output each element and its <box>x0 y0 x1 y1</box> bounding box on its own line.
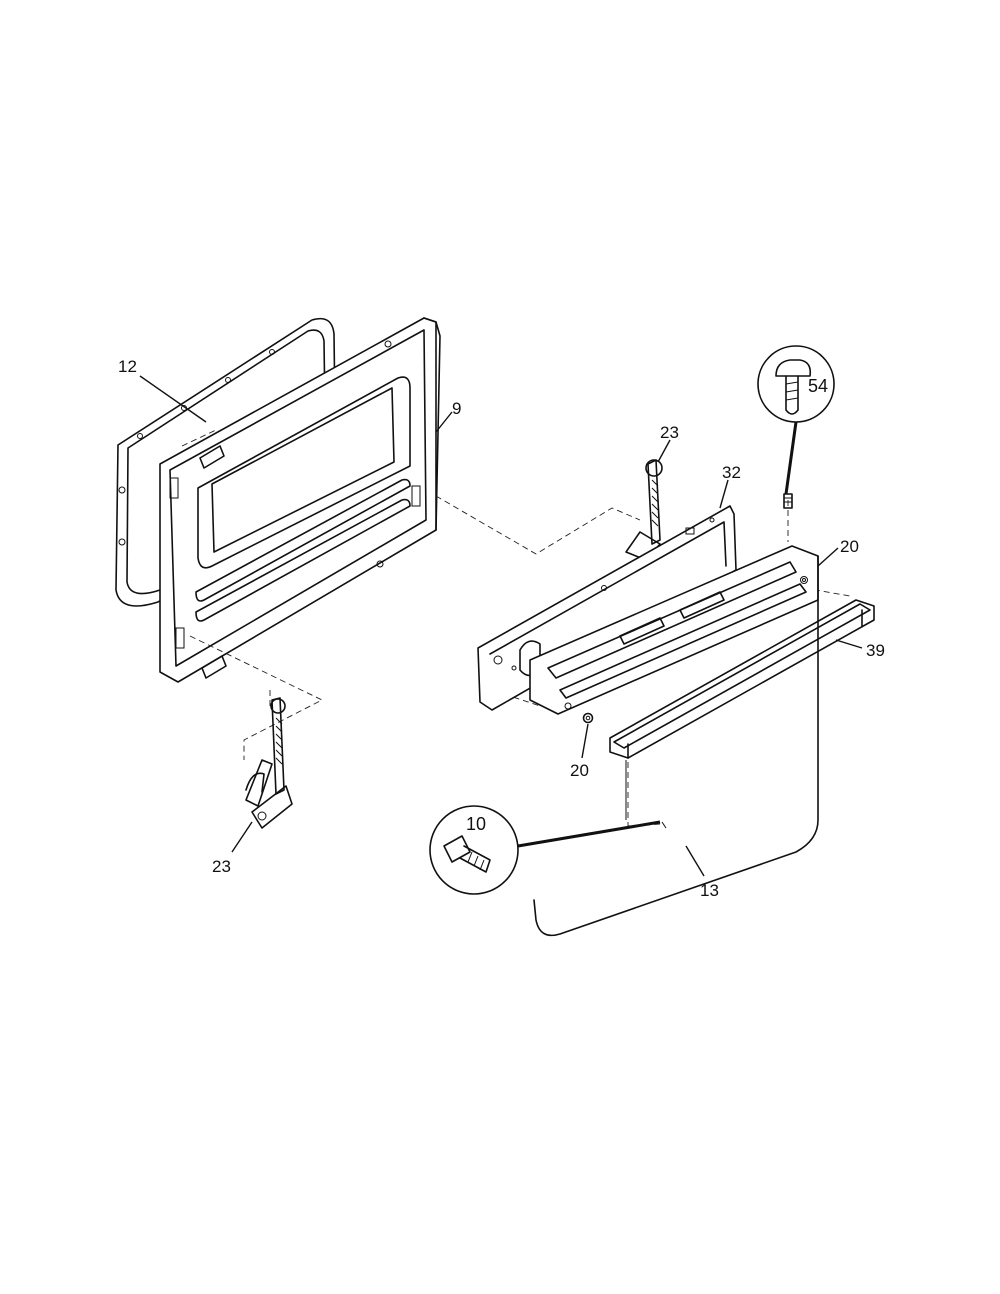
inner-door-liner-part[interactable] <box>159 317 441 683</box>
callout-leaders <box>139 375 863 877</box>
callout-32: 32 <box>722 463 741 482</box>
hinge-lower-part[interactable] <box>245 697 293 829</box>
door-handle-part[interactable] <box>609 599 875 759</box>
detail-circle-bolt-10[interactable] <box>429 805 661 895</box>
callout-12: 12 <box>118 357 137 376</box>
screw-54-part[interactable] <box>783 493 793 509</box>
hinge-upper-part[interactable] <box>625 459 663 561</box>
callout-54: 54 <box>808 376 828 396</box>
spacer-bottom-part[interactable] <box>582 712 594 724</box>
callout-39: 39 <box>866 641 885 660</box>
callout-23-upper: 23 <box>660 423 679 442</box>
callout-10: 10 <box>466 814 486 834</box>
outer-door-panel-part[interactable] <box>533 555 819 937</box>
callout-13: 13 <box>700 881 719 900</box>
callout-20-bottom: 20 <box>570 761 589 780</box>
callout-9: 9 <box>452 399 461 418</box>
callout-20-right: 20 <box>840 537 859 556</box>
callout-23-lower: 23 <box>212 857 231 876</box>
detail-circle-screw-54[interactable] <box>757 345 835 495</box>
